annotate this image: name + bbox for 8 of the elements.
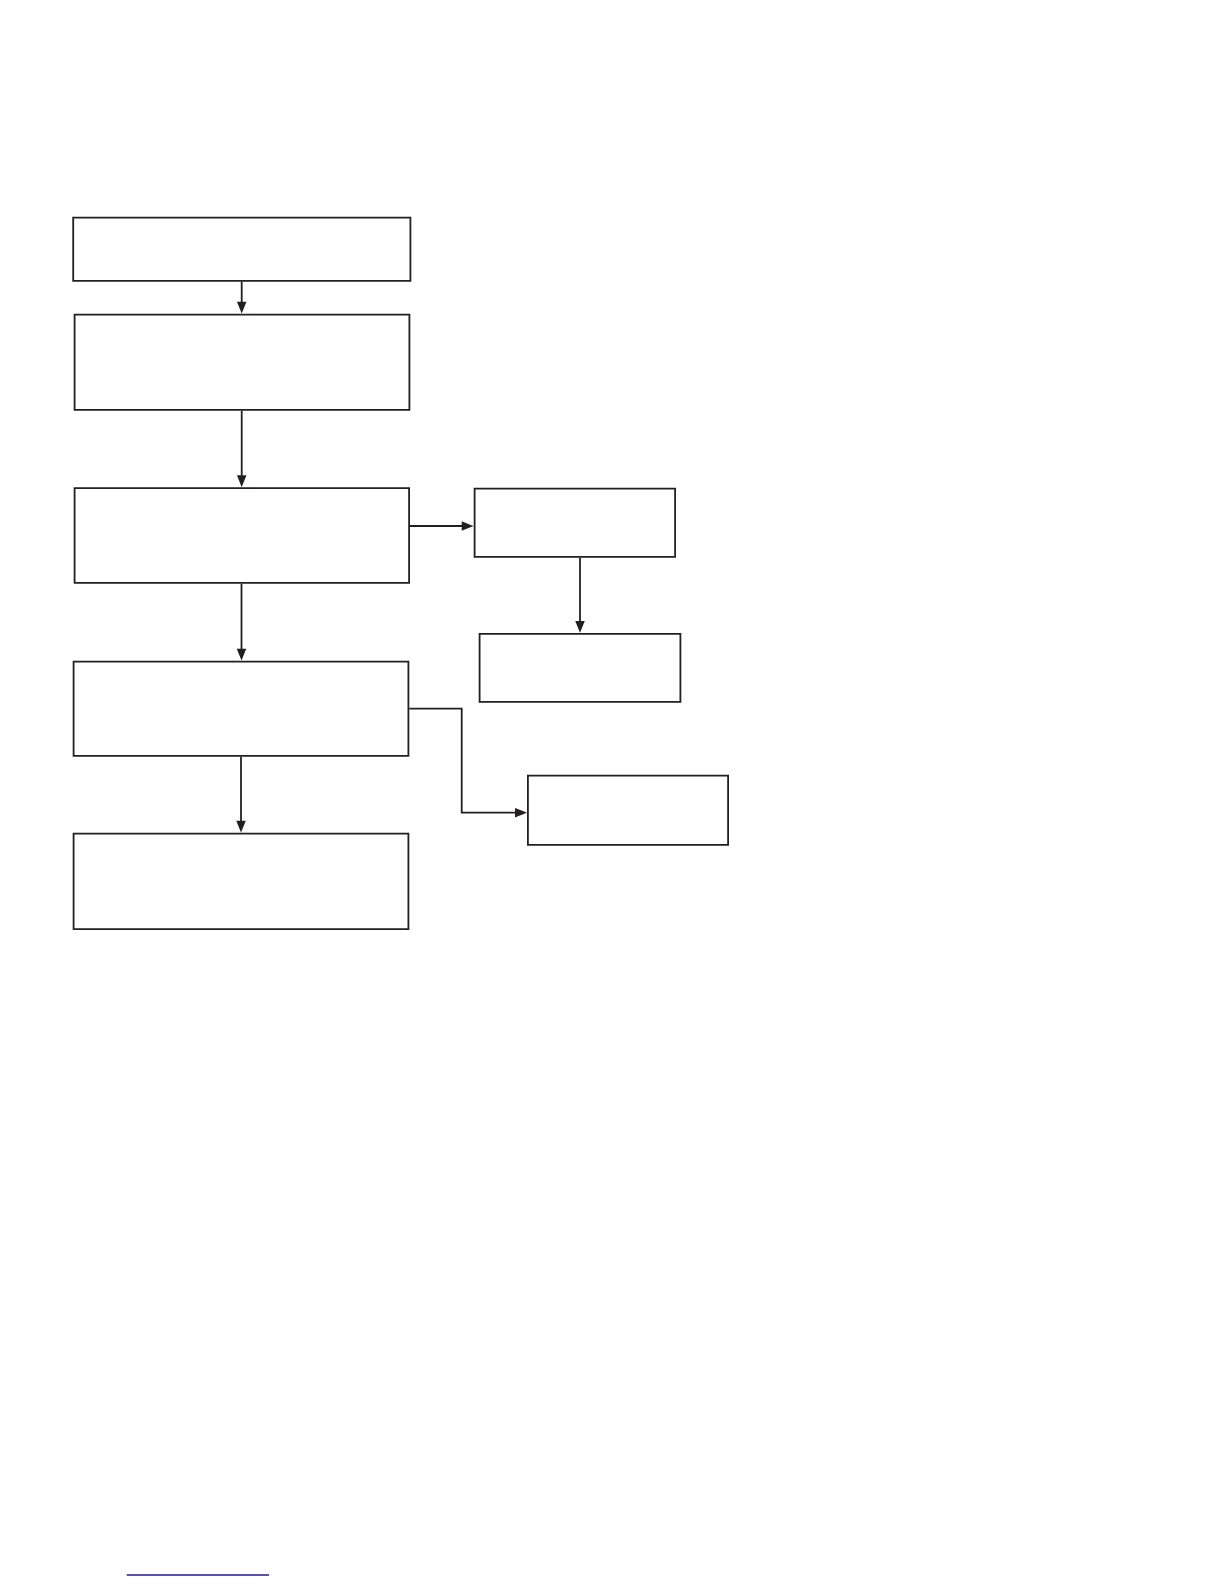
process-box <box>73 313 411 411</box>
process-box <box>72 660 410 757</box>
process-box <box>527 774 729 846</box>
process-box <box>473 487 676 558</box>
process-box <box>73 487 410 584</box>
process-box <box>72 216 412 282</box>
process-box <box>478 633 682 703</box>
process-box <box>72 832 410 930</box>
